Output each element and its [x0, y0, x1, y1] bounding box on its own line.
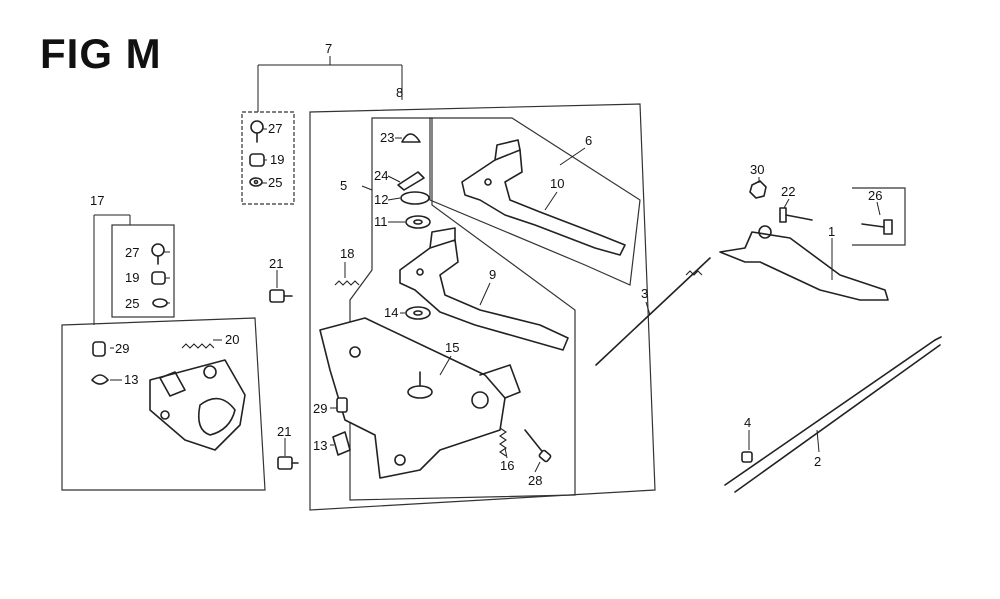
callout-labels: 7 8 27 19 25 17 27 19 25 29 13 20 21 21 …	[90, 41, 882, 488]
nut-30	[749, 180, 767, 199]
clip-4	[741, 451, 753, 463]
callout-2: 2	[814, 454, 821, 469]
callout-19-upper: 19	[270, 152, 284, 167]
bolt-27-upper	[250, 120, 264, 143]
callout-12: 12	[374, 192, 388, 207]
callout-17: 17	[90, 193, 104, 208]
figure-title: FIG M	[40, 30, 162, 77]
spring-16	[499, 427, 507, 457]
callout-1: 1	[828, 224, 835, 239]
callout-27-upper: 27	[268, 121, 282, 136]
callout-6: 6	[585, 133, 592, 148]
spring-18	[334, 280, 360, 286]
callout-7: 7	[325, 41, 332, 56]
callout-14: 14	[384, 305, 398, 320]
callout-18: 18	[340, 246, 354, 261]
callout-24: 24	[374, 168, 388, 183]
callout-25-upper: 25	[268, 175, 282, 190]
clip-13-center	[332, 431, 351, 456]
callout-8: 8	[396, 85, 403, 100]
group-box-17	[61, 214, 266, 491]
screw-29-left	[92, 341, 106, 357]
washer-12	[400, 191, 430, 205]
callout-19-lower: 19	[125, 270, 139, 285]
lever-1	[719, 225, 889, 301]
washer-11	[405, 215, 431, 229]
callout-23: 23	[380, 130, 394, 145]
group-box-7	[241, 56, 403, 205]
bracket-15	[319, 317, 521, 479]
bolt-22	[779, 207, 813, 223]
callout-28: 28	[528, 473, 542, 488]
callout-20: 20	[225, 332, 239, 347]
bolt-21-lower	[277, 456, 299, 470]
callout-9: 9	[489, 267, 496, 282]
callout-22: 22	[781, 184, 795, 199]
callout-29-center: 29	[313, 401, 327, 416]
callout-26: 26	[868, 188, 882, 203]
nut-19-upper	[249, 153, 265, 167]
cable-2	[724, 336, 942, 493]
cap-23	[401, 133, 421, 143]
lever-24	[397, 171, 425, 191]
washer-25-lower	[152, 298, 168, 308]
callout-5: 5	[340, 178, 347, 193]
group-box-26	[852, 187, 906, 246]
callout-16: 16	[500, 458, 514, 473]
callout-25-lower: 25	[125, 296, 139, 311]
bolt-27-lower	[151, 243, 165, 265]
lever-arm-9	[399, 227, 569, 351]
callout-29-left: 29	[115, 341, 129, 356]
callout-13-center: 13	[313, 438, 327, 453]
callout-3: 3	[641, 286, 648, 301]
washer-14	[405, 306, 431, 320]
bolt-26	[861, 219, 893, 235]
lever-arm-6-10	[461, 139, 626, 256]
callout-21-lower: 21	[277, 424, 291, 439]
callout-13-left: 13	[124, 372, 138, 387]
callout-11: 11	[374, 214, 388, 229]
bolt-21-upper	[269, 289, 293, 303]
nut-19-lower	[151, 271, 166, 285]
rod-3	[595, 257, 711, 366]
control-plate-left	[149, 359, 246, 451]
callout-30: 30	[750, 162, 764, 177]
group-box-8	[309, 103, 656, 511]
callout-15: 15	[445, 340, 459, 355]
spring-20	[181, 343, 215, 349]
callout-27-lower: 27	[125, 245, 139, 260]
callout-4: 4	[744, 415, 751, 430]
washer-25-upper	[249, 177, 263, 187]
bolt-28	[524, 429, 552, 463]
leader-lines	[110, 128, 881, 473]
screw-29-center	[336, 397, 348, 413]
clip-13-left	[91, 374, 109, 385]
callout-21-upper: 21	[269, 256, 283, 271]
callout-10: 10	[550, 176, 564, 191]
